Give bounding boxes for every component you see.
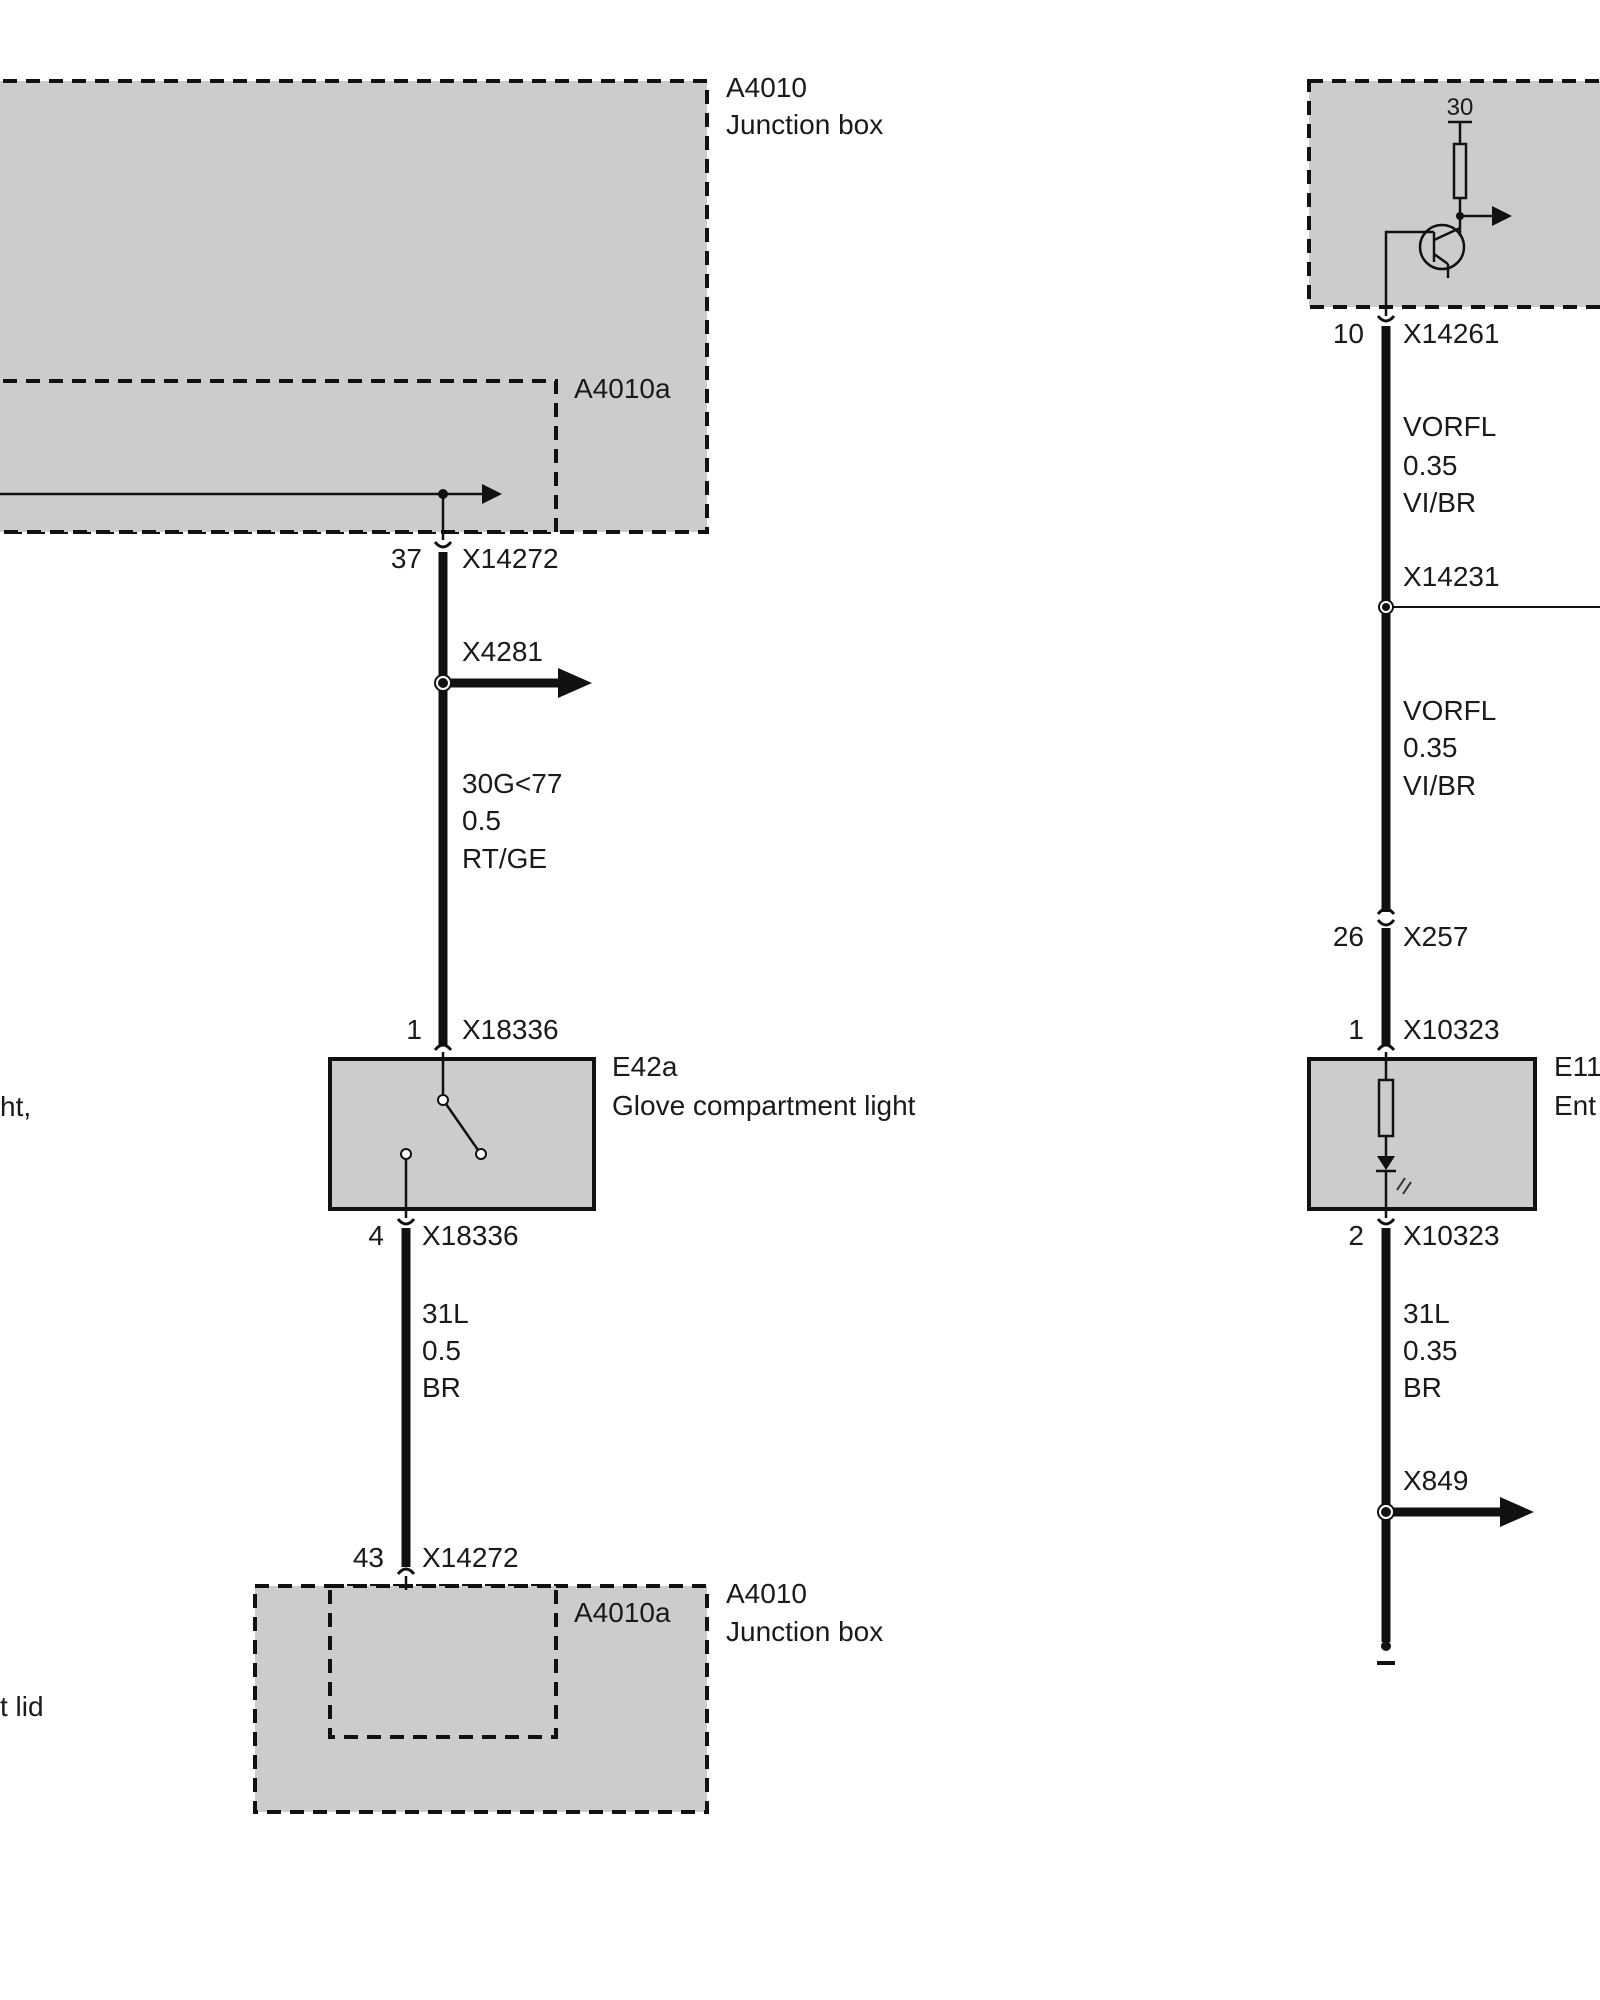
connector-x257-symbol-top <box>1376 907 1396 915</box>
wire-31l-right-gauge: 0.35 <box>1403 1335 1458 1366</box>
transistor-collector <box>1433 226 1461 242</box>
connector-x18336-in-symbol <box>433 1043 453 1051</box>
transistor-emitter <box>1433 252 1449 266</box>
x10323-out-id: X10323 <box>1403 1220 1500 1251</box>
x257-pin: 26 <box>1333 921 1364 952</box>
x14272-bottom-id: X14272 <box>422 1542 519 1573</box>
wire-vorfl-2-color: VI/BR <box>1403 770 1476 801</box>
wire-vorfl-2-gauge: 0.35 <box>1403 732 1458 763</box>
e11-name: Ent <box>1554 1090 1596 1121</box>
connector-x10323-in-symbol <box>1376 1043 1396 1051</box>
junction-box-a4010a-top <box>0 379 558 534</box>
a4010a-bottom-id: A4010a <box>574 1597 671 1628</box>
component-e11 <box>1307 1057 1537 1211</box>
connector-x14272-bottom-symbol <box>396 1567 416 1575</box>
wire-30g-signal: 30G<77 <box>462 768 562 799</box>
x4281-branch-arrow-icon <box>558 668 592 698</box>
wire-31l-left-signal: 31L <box>422 1298 469 1329</box>
x18336-in-pin: 1 <box>406 1014 422 1045</box>
switch-contact-top <box>437 1094 449 1106</box>
x14231-junction-core <box>1382 603 1390 611</box>
connector-x10323-out-symbol <box>1376 1218 1396 1226</box>
switch-blade-icon <box>444 1103 480 1151</box>
ground-terminal-dot <box>1381 1641 1391 1651</box>
x18336-out-pin: 4 <box>368 1220 384 1251</box>
a4010-top-id: A4010 <box>726 72 807 103</box>
x18336-in-id: X18336 <box>462 1014 559 1045</box>
x14272-top-id: X14272 <box>462 543 559 574</box>
e42a-name: Glove compartment light <box>612 1090 916 1121</box>
switch-contact-right <box>475 1148 487 1160</box>
connector-x18336-out-symbol <box>396 1218 416 1226</box>
clipped-label-bottom: t lid <box>0 1691 44 1722</box>
x14261-pin: 10 <box>1333 318 1364 349</box>
component-e42a <box>328 1057 596 1211</box>
wire-vorfl-1-color: VI/BR <box>1403 487 1476 518</box>
transistor-icon <box>1418 223 1466 271</box>
connector-x257-symbol-bottom <box>1376 919 1396 927</box>
clipped-label-mid: ht, <box>0 1091 31 1122</box>
x4281-junction-core <box>438 678 448 688</box>
x4281-id: X4281 <box>462 636 543 667</box>
switch-contact-left <box>400 1148 412 1160</box>
e11-led-ray-2 <box>1402 1181 1412 1195</box>
wire-31l-right-color: BR <box>1403 1372 1442 1403</box>
internal-feed-arrow-icon <box>482 484 502 504</box>
wire-vorfl-1-gauge: 0.35 <box>1403 450 1458 481</box>
a4010-top-name: Junction box <box>726 109 883 140</box>
wire-31l-left-gauge: 0.5 <box>422 1335 461 1366</box>
x849-junction-core <box>1381 1507 1391 1517</box>
x14272-top-pin: 37 <box>391 543 422 574</box>
transistor-supply-label: 30 <box>1447 94 1474 121</box>
x849-id: X849 <box>1403 1465 1468 1496</box>
wire-31l-right-signal: 31L <box>1403 1298 1450 1329</box>
connector-x14272-top-symbol <box>433 541 453 549</box>
output-arrow-icon <box>1492 206 1512 226</box>
junction-box-a4010a-bottom <box>328 1584 558 1739</box>
e11-led-icon <box>1377 1156 1395 1170</box>
a4010-bottom-name: Junction box <box>726 1616 883 1647</box>
x849-branch-arrow-icon <box>1500 1497 1534 1527</box>
e42a-id: E42a <box>612 1051 678 1082</box>
a4010-bottom-id: A4010 <box>726 1578 807 1609</box>
x14231-id: X14231 <box>1403 561 1500 592</box>
a4010a-top-id: A4010a <box>574 373 671 404</box>
e11-id: E11 <box>1554 1051 1600 1082</box>
x257-id: X257 <box>1403 921 1468 952</box>
transistor-base-wire <box>1384 230 1434 316</box>
wire-31l-left-color: BR <box>422 1372 461 1403</box>
x10323-in-id: X10323 <box>1403 1014 1500 1045</box>
x18336-out-id: X18336 <box>422 1220 519 1251</box>
e11-led-ray-1 <box>1396 1177 1406 1191</box>
x14261-id: X14261 <box>1403 318 1500 349</box>
x10323-out-pin: 2 <box>1348 1220 1364 1251</box>
connector-x14261-symbol <box>1376 315 1396 323</box>
wire-30g-gauge: 0.5 <box>462 805 501 836</box>
wire-vorfl-1-signal: VORFL <box>1403 411 1496 442</box>
wire-vorfl-2-signal: VORFL <box>1403 695 1496 726</box>
x14272-bottom-pin: 43 <box>353 1542 384 1573</box>
wire-30g-color: RT/GE <box>462 843 547 874</box>
x10323-in-pin: 1 <box>1348 1014 1364 1045</box>
